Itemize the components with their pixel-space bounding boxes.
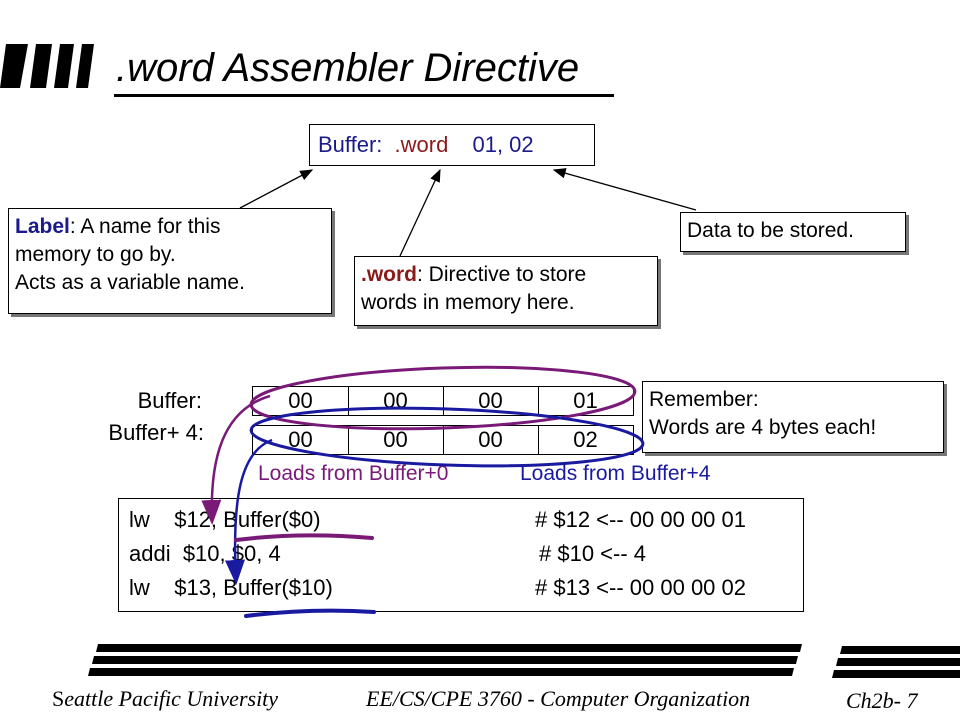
directive-label: Buffer: xyxy=(318,132,383,157)
callout-remember: Remember: Words are 4 bytes each! xyxy=(642,381,944,453)
code-line-comment: # $10 <-- 4 xyxy=(539,541,647,566)
memory-byte: 00 xyxy=(288,388,313,413)
memory-row-buffer-4: 00 00 00 02 xyxy=(252,425,634,455)
code-line-instr: lw $12, Buffer($0) xyxy=(129,507,321,532)
load-label-buffer-0: Loads from Buffer+0 xyxy=(258,462,449,485)
memory-byte: 00 xyxy=(383,427,408,452)
callout-label: Label: A name for this memory to go by. … xyxy=(8,208,332,314)
memory-row-label-0: Buffer: xyxy=(137,388,202,413)
code-line-instr: addi $10, $0, 4 xyxy=(129,541,281,566)
memory-row-label-1: Buffer+ 4: xyxy=(108,420,204,445)
directive-box: Buffer: .word 01, 02 xyxy=(309,124,595,166)
code-line-comment: # $13 <-- 00 00 00 02 xyxy=(535,575,746,600)
title-bars-logo xyxy=(0,44,94,88)
arrow-data xyxy=(552,168,697,211)
code-line-instr: lw $13, Buffer($10) xyxy=(129,575,333,600)
memory-byte: 00 xyxy=(478,427,503,452)
directive-values: 01, 02 xyxy=(472,132,534,157)
label-term: Label xyxy=(15,215,70,238)
memory-byte: 00 xyxy=(478,388,503,413)
callout-word-directive: .word: Directive to store words in memor… xyxy=(354,256,658,326)
code-box: lw $12, Buffer($0) # $12 <-- 00 00 00 01… xyxy=(118,498,804,612)
code-line-comment: # $12 <-- 00 00 00 01 xyxy=(535,507,746,532)
load-label-buffer-4: Loads from Buffer+4 xyxy=(520,462,711,485)
footer-stripes xyxy=(88,644,960,678)
memory-byte: 00 xyxy=(383,388,408,413)
memory-byte: 01 xyxy=(573,388,598,413)
title-underline xyxy=(114,94,614,97)
footer-page-number: Ch2b- 7 xyxy=(846,688,918,713)
footer-course: EE/CS/CPE 3760 - Computer Organization xyxy=(366,686,751,711)
page-title: .word Assembler Directive xyxy=(116,46,580,90)
memory-row-buffer-0: 00 00 00 01 xyxy=(252,386,634,416)
memory-byte: 00 xyxy=(288,427,313,452)
word-term: .word xyxy=(361,263,417,286)
arrow-word xyxy=(399,168,441,257)
callout-data: Data to be stored. xyxy=(680,212,906,252)
arrow-label xyxy=(239,169,314,209)
footer-university: Seattle Pacific University xyxy=(52,686,279,711)
memory-byte: 02 xyxy=(573,427,598,452)
directive-keyword: .word xyxy=(394,132,449,157)
